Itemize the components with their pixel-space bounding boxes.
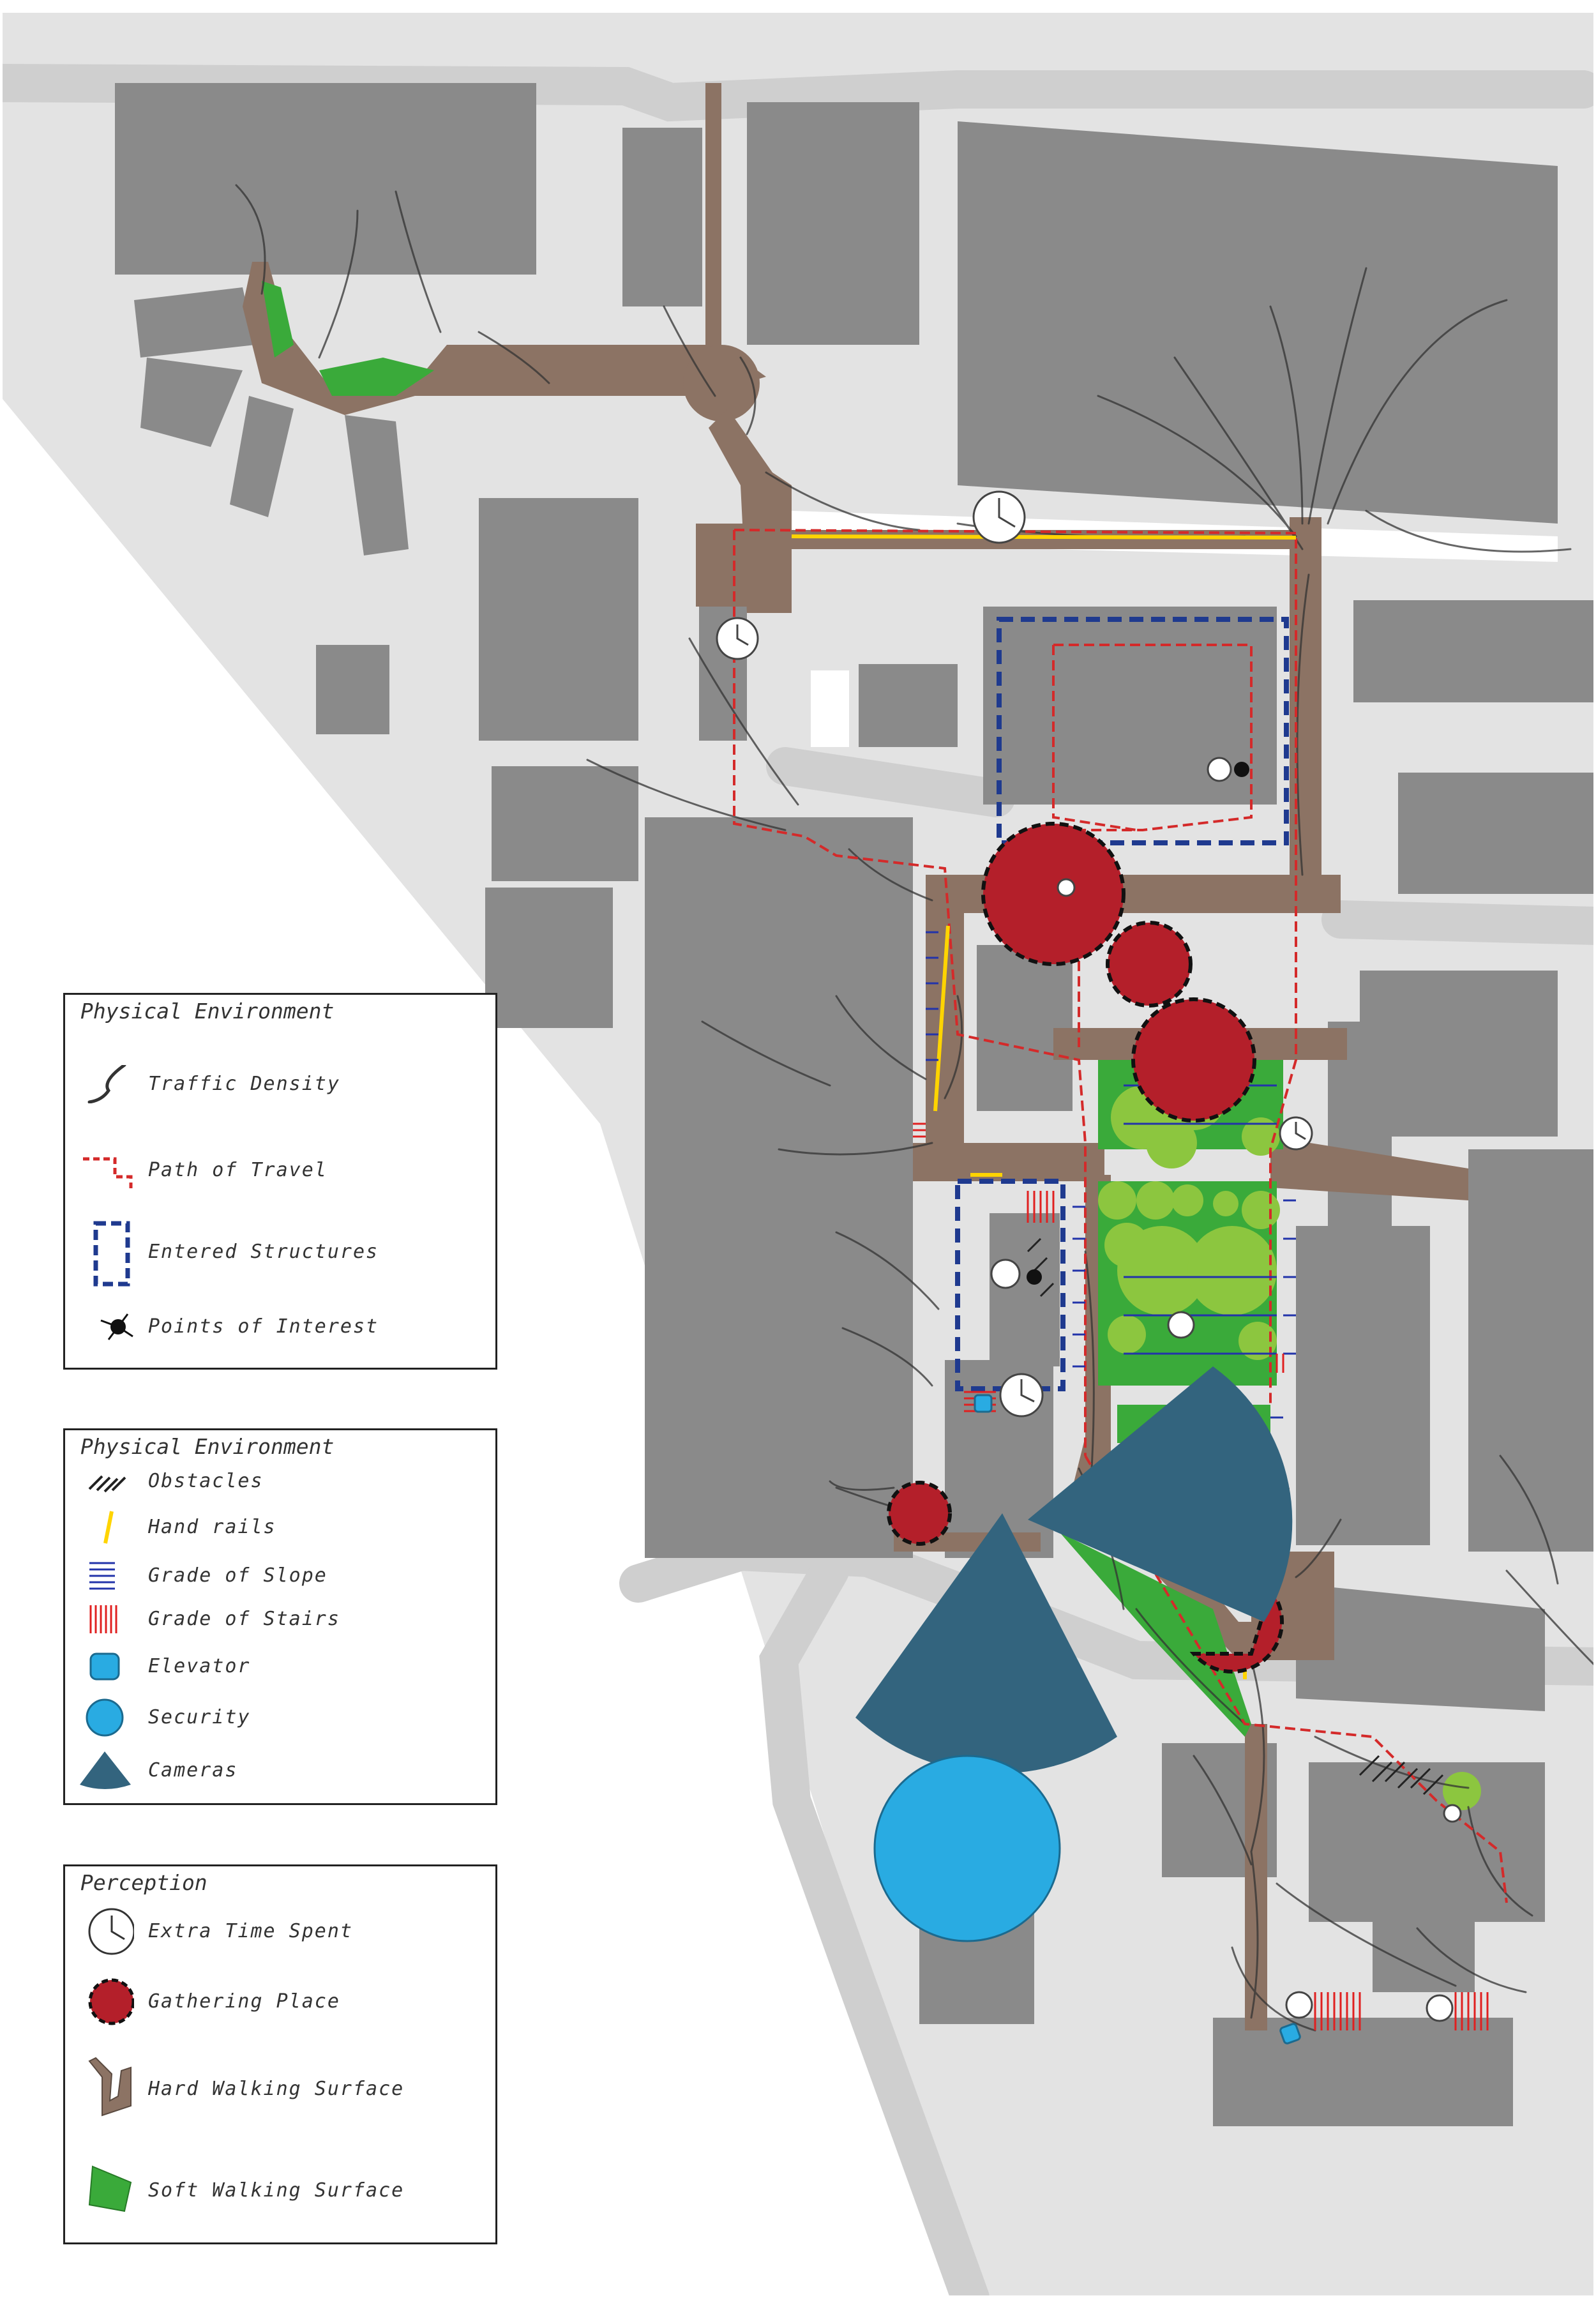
legend-title: Perception	[80, 1870, 207, 1895]
legend-item-soft-walking-surface: Soft Walking Surface	[65, 2160, 495, 2218]
legend-item-traffic-density: Traffic Density	[65, 1065, 495, 1103]
legend-label: Extra Time Spent	[148, 1920, 353, 1942]
blue-rounded-square-icon	[89, 1652, 120, 1681]
legend-item-cameras: Cameras	[65, 1751, 495, 1790]
clock-hands	[736, 498, 1306, 1403]
red-lines-icon	[89, 1605, 117, 1633]
legend-label: Entered Structures	[148, 1241, 379, 1263]
legend-label: Grade of Slope	[148, 1564, 327, 1587]
legend-item-points-of-interest: Points of Interest	[65, 1308, 495, 1346]
green-shape-icon	[88, 2165, 132, 2212]
legend-title: Physical Environment	[80, 999, 335, 1024]
path-of-travel	[733, 529, 1508, 1903]
legend-item-grade-of-slope: Grade of Slope	[65, 1557, 495, 1595]
legend-label: Points of Interest	[148, 1315, 379, 1338]
legend-label: Security	[148, 1706, 251, 1728]
legend-item-gathering-place: Gathering Place	[65, 1976, 495, 2027]
legend-label: Hard Walking Surface	[148, 2078, 405, 2100]
legend-label: Elevator	[148, 1655, 251, 1677]
blue-circle-icon	[86, 1698, 124, 1737]
legend-title: Physical Environment	[80, 1434, 335, 1459]
legend-item-security: Security	[65, 1698, 495, 1737]
legend-item-elevator: Elevator	[65, 1647, 495, 1686]
blue-dashed-rect-icon	[93, 1221, 130, 1287]
clock-icon	[88, 1908, 134, 1955]
legend-physical-environment-features: Physical Environment Obstacles Hand rail…	[63, 1428, 497, 1805]
cameras	[855, 1366, 1293, 1774]
gathering-places	[887, 822, 1284, 1674]
entered-structures	[955, 617, 1289, 1391]
yellow-line-icon	[103, 1511, 114, 1544]
ink-splat-icon	[100, 1313, 133, 1340]
points-of-interest	[1027, 762, 1249, 1285]
legend-perception: Perception Extra Time Spent Gathering Pl…	[63, 1864, 497, 2244]
legend-label: Soft Walking Surface	[148, 2179, 405, 2202]
traffic-stroke-icon	[87, 1065, 126, 1103]
legend-label: Traffic Density	[148, 1073, 340, 1095]
legend-item-hand-rails: Hand rails	[65, 1508, 495, 1546]
red-dashed-circle-icon	[88, 1978, 134, 2025]
legend-item-extra-time-spent: Extra Time Spent	[65, 1906, 495, 1957]
elevators	[974, 1394, 1301, 2045]
legend-label: Gathering Place	[148, 1990, 340, 2013]
legend-item-grade-of-stairs: Grade of Stairs	[65, 1600, 495, 1638]
legend-item-entered-structures: Entered Structures	[65, 1218, 495, 1289]
hatch-icon	[88, 1475, 126, 1493]
grade-of-stairs	[913, 1123, 1489, 2030]
legend-label: Hand rails	[148, 1516, 276, 1538]
legend-label: Cameras	[148, 1759, 238, 1781]
legend-item-path-of-travel: Path of Travel	[65, 1151, 495, 1190]
brown-shape-icon	[88, 2057, 132, 2117]
camera-wedge-icon	[80, 1751, 131, 1789]
blue-lines-icon	[89, 1562, 115, 1590]
legend-item-obstacles: Obstacles	[65, 1462, 495, 1501]
legend-label: Obstacles	[148, 1470, 264, 1492]
red-dashed-path-icon	[83, 1157, 133, 1188]
legend-label: Path of Travel	[148, 1159, 327, 1181]
security-circle	[873, 1755, 1061, 1942]
legend-item-hard-walking-surface: Hard Walking Surface	[65, 2055, 495, 2125]
legend-physical-environment-travel: Physical Environment Traffic Density Pat…	[63, 993, 497, 1370]
legend-label: Grade of Stairs	[148, 1608, 340, 1630]
